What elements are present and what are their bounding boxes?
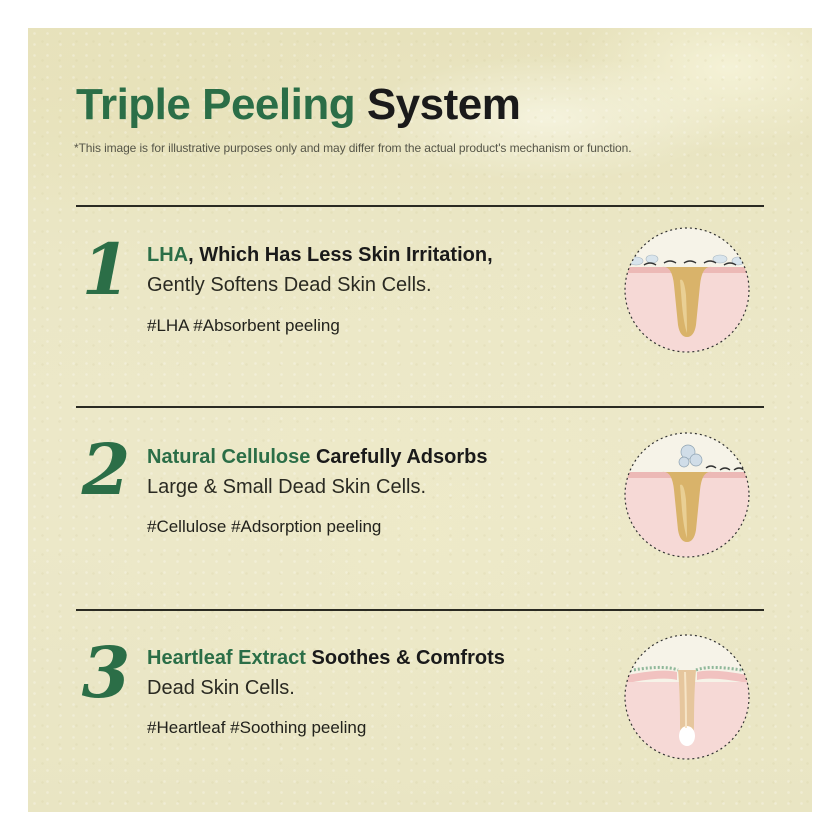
step-line2-2: Large & Small Dead Skin Cells.	[147, 476, 427, 498]
step-line2-3: Dead Skin Cells.	[147, 677, 295, 699]
step-headline-3: Heartleaf Extract Soothes & Comfrots Dea…	[147, 643, 505, 703]
divider-2	[76, 406, 764, 408]
step-number-2: 2	[81, 428, 131, 511]
step-headline-1: LHA, Which Has Less Skin Irritation, Gen…	[147, 240, 493, 300]
step-highlight-3: Heartleaf Extract	[147, 647, 306, 669]
step-tags-2: #Cellulose #Adsorption peeling	[147, 517, 382, 536]
step-line2-1: Gently Softens Dead Skin Cells.	[147, 274, 432, 296]
step-number-3: 3	[81, 631, 131, 714]
step-bold-1: , Which Has Less Skin Irritation,	[188, 244, 493, 266]
skin-layer-adsorption-icon	[624, 432, 750, 558]
divider-1	[76, 205, 764, 207]
step-highlight-1: LHA	[147, 244, 189, 266]
step-tags-1: #LHA #Absorbent peeling	[147, 316, 340, 335]
title-rest: System	[366, 80, 521, 129]
page-title: Triple Peeling System	[76, 80, 521, 130]
skin-layer-softening-icon	[624, 227, 750, 353]
step-number-1: 1	[81, 228, 131, 311]
divider-3	[76, 609, 764, 611]
skin-layer-soothing-icon	[624, 634, 750, 760]
step-tags-3: #Heartleaf #Soothing peeling	[147, 718, 367, 737]
step-headline-2: Natural Cellulose Carefully Adsorbs Larg…	[147, 442, 487, 502]
disclaimer-text: *This image is for illustrative purposes…	[74, 141, 632, 155]
step-highlight-2: Natural Cellulose	[147, 446, 311, 468]
step-bold-3: Soothes & Comfrots	[305, 647, 505, 669]
step-bold-2: Carefully Adsorbs	[310, 446, 488, 468]
title-highlight: Triple Peeling	[76, 80, 356, 129]
infographic-panel: Triple Peeling System *This image is for…	[28, 28, 812, 812]
